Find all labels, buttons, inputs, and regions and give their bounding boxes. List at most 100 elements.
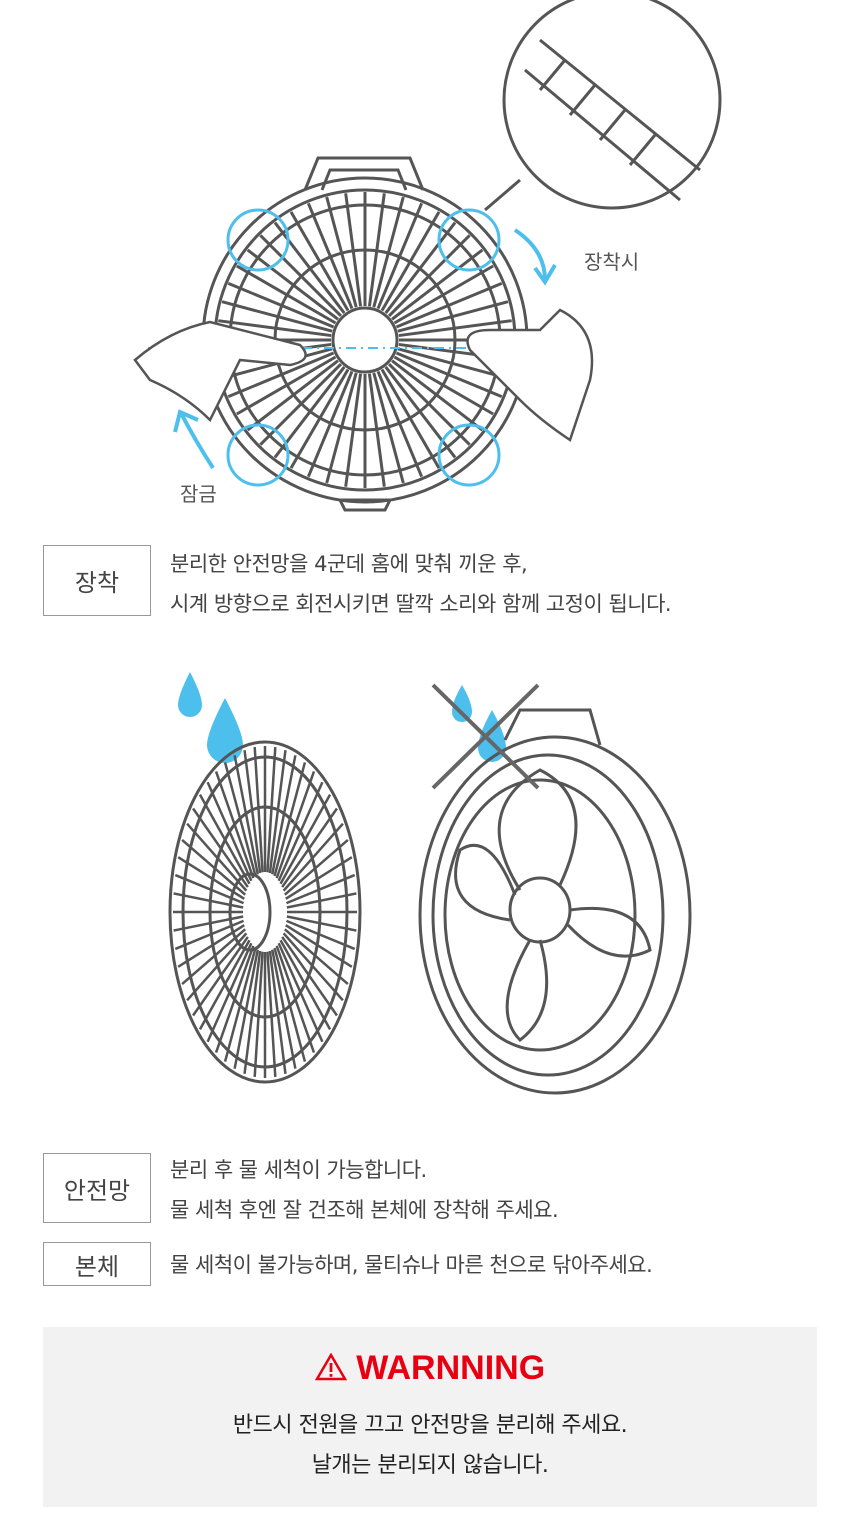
grille-spoke [275, 771, 316, 879]
grille-spoke [391, 359, 484, 432]
grille-spoke [206, 781, 253, 882]
grille-spoke [177, 856, 245, 900]
grille-spoke [223, 762, 257, 877]
grille-spoke [273, 762, 307, 877]
grille-spoke [281, 936, 338, 1017]
grille-spoke [285, 924, 353, 968]
grille-spoke [243, 750, 262, 874]
grille-spoke [273, 947, 307, 1062]
grille-spoke [284, 928, 349, 985]
grille-spoke [306, 370, 354, 478]
grille-spoke [344, 373, 363, 487]
grille-spoke [284, 839, 349, 896]
grille-spoke [277, 942, 324, 1043]
guard-line-1: 분리 후 물 세척이 가능합니다. [170, 1158, 427, 1182]
grille-spoke [387, 234, 471, 318]
grille-spoke [198, 794, 251, 885]
grille-spoke [181, 839, 246, 896]
grille-spoke [268, 750, 287, 874]
grille-spoke [380, 368, 441, 469]
grille-spoke [218, 319, 332, 338]
warning-line-2: 날개는 분리되지 않습니다. [311, 1453, 549, 1478]
attach-direction-label: 장착시 [584, 250, 640, 274]
grille-spoke [376, 370, 424, 478]
grille-spoke [393, 355, 494, 416]
grille-spoke [253, 746, 264, 873]
grille-spoke [253, 951, 264, 1078]
grille-spoke [289, 211, 350, 312]
grille-spoke [282, 932, 344, 1002]
grille-spoke [227, 281, 335, 329]
grille-spoke [271, 949, 297, 1069]
body-line-1: 물 세척이 불가능하며, 물티슈나 마른 천으로 닦아주세요. [170, 1253, 653, 1277]
grille-spoke [286, 892, 357, 909]
grille-spoke [325, 196, 358, 308]
grille-spoke [174, 919, 245, 951]
grille-spoke [221, 300, 333, 333]
grille-spoke [173, 892, 244, 909]
attach-line-2: 시계 방향으로 회전시키면 딸깍 소리와 함께 고정이 됩니다. [170, 592, 672, 616]
grille-spoke [384, 366, 457, 459]
guard-line-2: 물 세척 후엔 잘 건조해 본체에 장착해 주세요. [170, 1198, 559, 1222]
attach-line-1: 분리한 안전망을 4군데 홈에 맞춰 끼운 후, [170, 552, 528, 576]
grille-spoke [398, 319, 512, 338]
grille-spoke [372, 196, 405, 308]
grille-spoke [198, 939, 251, 1030]
grille-spoke [177, 924, 245, 968]
grille-spoke [376, 202, 424, 310]
grille-spoke [181, 928, 246, 985]
grille-spoke [236, 264, 337, 325]
grille-spoke [286, 915, 357, 932]
grille-spoke [233, 755, 259, 875]
grille-spoke [173, 915, 244, 932]
grille-spoke [397, 300, 509, 333]
grille-spoke [393, 264, 494, 325]
grille-spoke [391, 248, 484, 321]
grille-spoke [281, 807, 338, 888]
grille-spoke [279, 794, 332, 885]
grille-spoke [285, 856, 353, 900]
grille-spoke [186, 822, 248, 892]
grille-spoke [275, 945, 316, 1053]
grille-spoke [259, 362, 343, 446]
grille-spoke [380, 211, 441, 312]
grille-spoke [395, 351, 503, 399]
warning-box: WARNNING 반드시 전원을 끄고 안전망을 분리해 주세요. 날개는 분리… [43, 1327, 817, 1507]
lock-direction-label: 잠금 [180, 482, 217, 506]
warning-title-text: WARNNING [356, 1349, 546, 1387]
body-label: 본체 [43, 1242, 151, 1286]
grille-spoke [344, 193, 363, 307]
grille-spoke [325, 372, 358, 484]
warning-title: WARNNING [43, 1349, 817, 1388]
warning-triangle-icon [314, 1352, 348, 1381]
grille-spoke [397, 347, 509, 380]
washing-illustration [168, 672, 692, 1095]
grille-spoke [174, 873, 245, 905]
grille-spoke [384, 221, 457, 314]
grille-spoke [243, 950, 262, 1074]
grille-spoke [246, 248, 339, 321]
warning-line-1: 반드시 전원을 끄고 안전망을 분리해 주세요. [232, 1413, 628, 1438]
guard-label: 안전망 [43, 1153, 151, 1223]
grille-spoke [192, 807, 249, 888]
not-allowed-x-icon [431, 683, 540, 790]
grille-spoke [266, 746, 277, 873]
grille-spoke [192, 936, 249, 1017]
grille-spoke [206, 942, 253, 1043]
grille-spoke [223, 947, 257, 1062]
grille-spoke [285, 873, 356, 905]
grille-spoke [285, 919, 356, 951]
grille-spoke [367, 373, 386, 487]
grille-spoke [266, 951, 277, 1078]
grille-spoke [214, 945, 255, 1053]
grille-spoke [268, 950, 287, 1074]
grille-spoke [306, 202, 354, 310]
grille-spoke [259, 234, 343, 318]
grille-spoke [372, 372, 405, 484]
fan-guard-attach-illustration [133, 0, 722, 512]
grille-spoke [227, 351, 335, 399]
grille-spoke [277, 781, 324, 882]
grille-spoke [233, 949, 259, 1069]
grille-spoke [186, 932, 248, 1002]
grille-spoke [246, 359, 339, 432]
